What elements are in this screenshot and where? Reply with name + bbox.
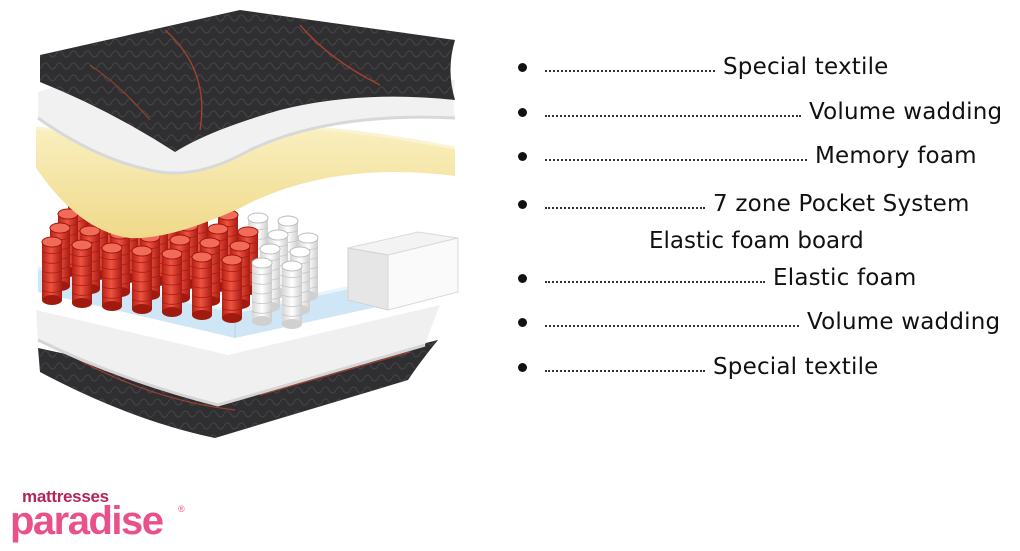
logo-wordmark-top: mattresses <box>22 487 109 506</box>
white-spring-icon <box>281 260 303 329</box>
bullet-icon <box>518 317 527 327</box>
layer-row-special-textile-bottom: Special textile <box>518 352 879 382</box>
layer-row-memory-foam: Memory foam <box>518 141 977 171</box>
red-spring-icon <box>131 245 153 314</box>
mattress-layers-illustration <box>35 10 459 438</box>
layer-label: Volume wadding <box>807 309 1001 335</box>
dotted-leader <box>545 370 705 372</box>
red-spring-icon <box>161 248 183 317</box>
layer-row-volume-wadding-bottom: Volume wadding <box>518 307 1000 337</box>
bullet-icon <box>518 151 527 161</box>
bullet-icon <box>518 273 527 283</box>
red-spring-icon <box>101 242 123 311</box>
top-textile-layer <box>40 10 455 152</box>
layer-label: Special textile <box>713 354 879 380</box>
brand-logo: mattresses paradise ® <box>10 487 185 543</box>
layer-label: Memory foam <box>815 143 977 169</box>
bullet-icon <box>518 107 527 117</box>
layer-row-special-textile-top: Special textile <box>518 52 889 82</box>
layer-row-volume-wadding-top: Volume wadding <box>518 97 1002 127</box>
layer-row-elastic-foam: Elastic foam <box>518 263 916 293</box>
elastic-foam-board <box>347 231 459 311</box>
layer-label: Special textile <box>723 54 889 80</box>
bottom-wadding-layer <box>36 305 440 407</box>
white-spring-icon <box>251 257 273 326</box>
red-spring-icon <box>71 239 93 308</box>
dotted-leader <box>545 207 705 209</box>
layer-label: Elastic foam <box>773 265 917 291</box>
layer-label: 7 zone Pocket System <box>713 191 970 217</box>
logo-wordmark-main: paradise <box>10 499 164 543</box>
red-spring-icon <box>191 251 213 320</box>
red-spring-icon <box>41 236 63 305</box>
registered-mark: ® <box>178 504 185 514</box>
dotted-leader <box>545 325 799 327</box>
dotted-leader <box>545 70 715 72</box>
bullet-icon <box>518 199 527 209</box>
dotted-leader <box>545 159 807 161</box>
layer-label: Volume wadding <box>809 99 1003 125</box>
dotted-leader <box>545 115 801 117</box>
bullet-icon <box>518 362 527 372</box>
layer-row-pocket-system: 7 zone Pocket System <box>518 189 970 219</box>
red-spring-icon <box>221 254 243 323</box>
bullet-icon <box>518 62 527 72</box>
dotted-leader <box>545 281 765 283</box>
elastic-foam-board-label: Elastic foam board <box>649 228 864 254</box>
